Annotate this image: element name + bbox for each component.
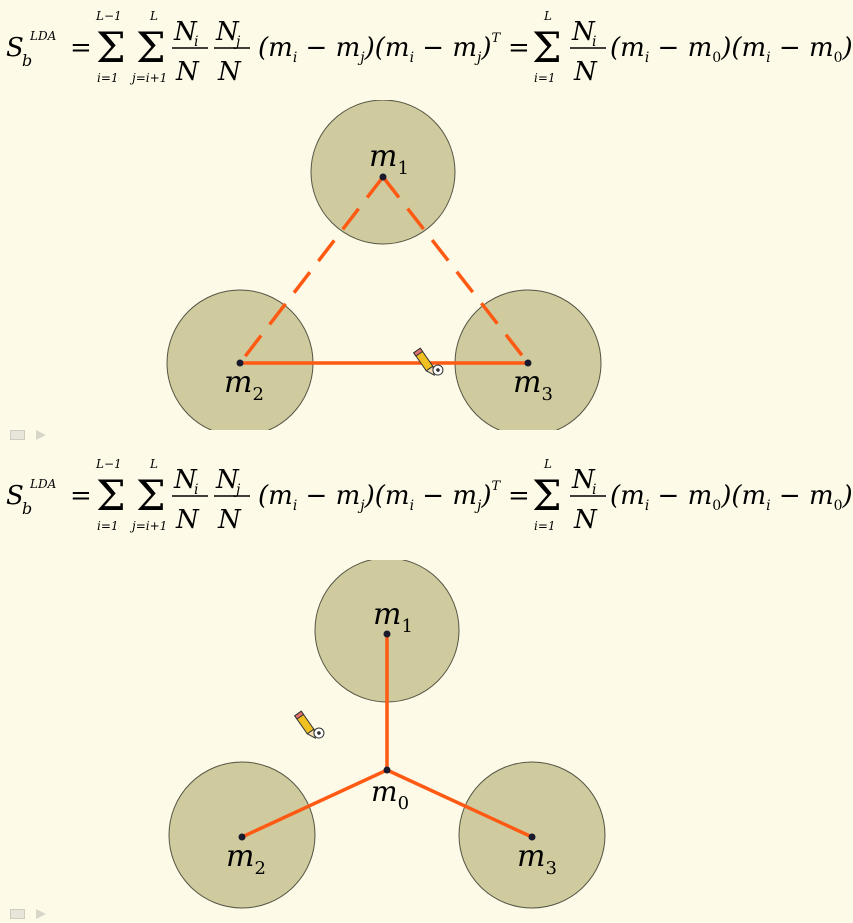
diagram-to-mean: m1 m0 m2 m3	[0, 557, 853, 910]
formula-expr-2: (mi − m0)(mi − m0)T	[610, 31, 853, 66]
line-m0-m2	[241, 768, 388, 839]
line-m0-m3	[386, 768, 533, 839]
frac1-num: N	[173, 465, 198, 495]
sum1-upper: L−1	[95, 9, 122, 23]
sigma-1: Σ	[96, 23, 126, 72]
sum3-lower: i=1	[534, 519, 556, 533]
label-m2: m2	[226, 839, 266, 879]
dashed-line-m1-m3	[381, 175, 530, 365]
formula-LDA: LDA	[29, 29, 57, 43]
sum1-lower: i=1	[97, 71, 119, 85]
label-m0: m0	[371, 775, 409, 814]
formula-eq-1: =	[70, 33, 92, 63]
sum2-lower: j=i+1	[129, 71, 167, 85]
frac1-num-sub: i	[194, 482, 198, 498]
frac1-num: N	[173, 17, 198, 47]
sum3-lower: i=1	[534, 71, 556, 85]
sigma-3: Σ	[532, 471, 562, 520]
frac3-num: N	[571, 17, 596, 47]
point-m1	[379, 173, 387, 181]
point-m0	[383, 766, 391, 774]
formula-expr-2: (mi − m0)(mi − m0)T	[610, 479, 853, 514]
slide-controls-2	[6, 907, 66, 921]
diagram-pairwise: m1 m2 m3	[0, 99, 853, 437]
sum2-lower: j=i+1	[129, 519, 167, 533]
sum1-lower: i=1	[97, 519, 119, 533]
slide-controls-1	[6, 428, 66, 442]
point-m3	[524, 359, 532, 367]
formula-LDA: LDA	[29, 477, 57, 491]
formula-eq-2: =	[508, 33, 530, 63]
sigma-3: Σ	[532, 23, 562, 72]
formula-expr-1: (mi − mj)(mi − mj)T	[258, 31, 502, 66]
cluster-circle-1	[310, 99, 456, 245]
formula-S: S	[6, 33, 24, 63]
label-m3: m3	[513, 365, 553, 405]
frac2-den: N	[217, 505, 242, 535]
slide-back-icon[interactable]	[10, 909, 25, 919]
frac1-den: N	[175, 505, 200, 535]
formula-2-svg: S b LDA = L−1 Σ i=1 L Σ j=i+1 N i N N j …	[6, 457, 853, 535]
frac3-den: N	[573, 57, 598, 87]
slide-forward-icon[interactable]	[36, 430, 46, 440]
pencil-cursor-icon	[412, 347, 444, 377]
formula-eq-1: =	[70, 481, 92, 511]
formula-expr-1: (mi − mj)(mi − mj)T	[258, 479, 502, 514]
frac1-den: N	[175, 57, 200, 87]
frac1-num-sub: i	[194, 34, 198, 50]
frac3-den: N	[573, 505, 598, 535]
frac2-num-sub: j	[233, 482, 241, 498]
point-m2	[236, 359, 244, 367]
point-m2	[238, 833, 246, 841]
label-m1: m1	[369, 139, 409, 179]
frac2-den: N	[217, 57, 242, 87]
sum2-upper: L	[149, 457, 158, 471]
frac3-num: N	[571, 465, 596, 495]
formula-eq-2: =	[508, 481, 530, 511]
sigma-2: Σ	[136, 471, 166, 520]
sum1-upper: L−1	[95, 457, 122, 471]
formula-b: b	[22, 499, 32, 518]
frac3-num-sub: i	[592, 34, 596, 50]
formula-S: S	[6, 481, 24, 511]
frac2-num: N	[215, 17, 240, 47]
formula-2: S b LDA = L−1 Σ i=1 L Σ j=i+1 N i N N j …	[0, 448, 853, 543]
sum2-upper: L	[149, 9, 158, 23]
frac2-num: N	[215, 465, 240, 495]
label-m3: m3	[517, 839, 557, 879]
label-m2: m2	[224, 365, 264, 405]
formula-b: b	[22, 51, 32, 70]
sigma-2: Σ	[136, 23, 166, 72]
diagram-to-mean-svg: m1 m0 m2 m3	[168, 557, 606, 909]
point-m1	[383, 630, 391, 638]
slide-back-icon[interactable]	[10, 430, 25, 440]
sigma-1: Σ	[96, 471, 126, 520]
frac2-num-sub: j	[233, 34, 241, 50]
sum3-upper: L	[543, 457, 552, 471]
slide-forward-icon[interactable]	[36, 909, 46, 919]
frac3-num-sub: i	[592, 482, 596, 498]
formula-1-svg: S b LDA = L−1 Σ i=1 L Σ j=i+1 N i N N j …	[6, 9, 853, 87]
sum3-upper: L	[543, 9, 552, 23]
label-m1: m1	[373, 597, 413, 637]
formula-1: S b LDA = L−1 Σ i=1 L Σ j=i+1 N i N N j …	[0, 0, 853, 95]
pencil-cursor-icon	[293, 710, 325, 740]
diagram-pairwise-svg: m1 m2 m3	[166, 99, 602, 437]
point-m3	[528, 833, 536, 841]
